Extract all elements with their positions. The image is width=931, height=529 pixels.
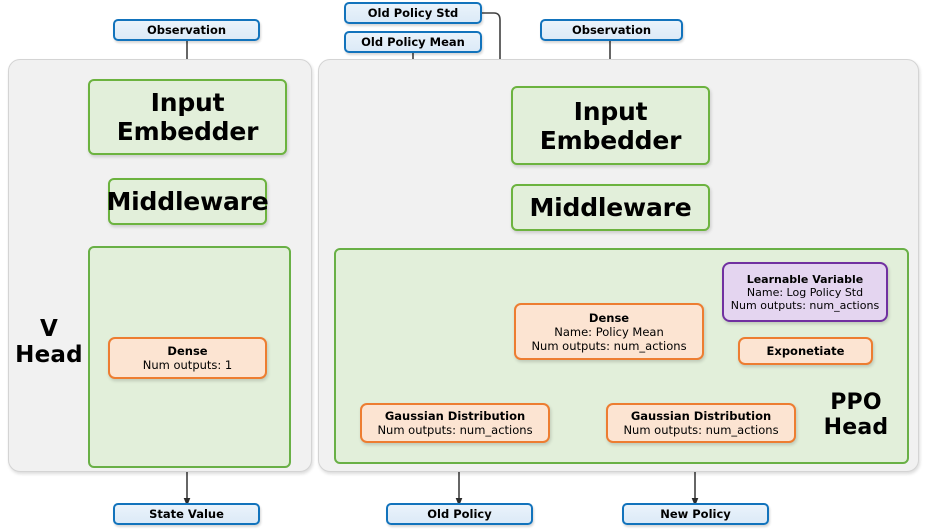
ppo-head-label-line2: Head xyxy=(823,415,889,441)
node-outputs: Num outputs: num_actions xyxy=(623,423,779,437)
node-title: Dense xyxy=(167,344,208,358)
node-dense-v[interactable]: Dense Num outputs: 1 xyxy=(108,337,267,379)
node-name: Name: Policy Mean xyxy=(554,324,664,339)
v-head-label: V Head xyxy=(10,316,88,369)
node-title: Dense xyxy=(588,310,630,325)
io-new-policy[interactable]: New Policy xyxy=(622,503,769,525)
node-outputs: Num outputs: num_actions xyxy=(531,338,687,353)
v-head-label-line1: V xyxy=(39,316,58,342)
node-label: Input Embedder xyxy=(116,88,259,146)
io-old-policy[interactable]: Old Policy xyxy=(386,503,533,525)
node-dense-policy-mean[interactable]: Dense Name: Policy Mean Num outputs: num… xyxy=(514,303,704,360)
node-title: Exponetiate xyxy=(766,344,845,358)
node-gaussian-distribution-new[interactable]: Gaussian Distribution Num outputs: num_a… xyxy=(606,403,796,443)
node-input-embedder-v[interactable]: Input Embedder xyxy=(88,79,287,155)
node-name: Name: Log Policy Std xyxy=(746,285,864,299)
node-learnable-variable-log-policy-std[interactable]: Learnable Variable Name: Log Policy Std … xyxy=(722,262,888,322)
node-title: Gaussian Distribution xyxy=(384,409,526,423)
node-middleware-v[interactable]: Middleware xyxy=(106,178,269,225)
node-outputs: Num outputs: 1 xyxy=(142,358,233,372)
ppo-head-label: PPO Head xyxy=(816,390,896,441)
node-title: Gaussian Distribution xyxy=(630,409,772,423)
io-old-policy-mean[interactable]: Old Policy Mean xyxy=(344,31,482,53)
io-old-policy-std[interactable]: Old Policy Std xyxy=(344,2,482,24)
io-observation-ppo[interactable]: Observation xyxy=(540,19,683,41)
ppo-head-label-line1: PPO xyxy=(830,390,882,415)
node-label: Middleware xyxy=(529,193,692,222)
node-label: Middleware xyxy=(106,187,269,216)
node-label: Input Embedder xyxy=(539,96,682,155)
v-head-label-line2: Head xyxy=(15,342,83,369)
node-exponetiate[interactable]: Exponetiate xyxy=(738,337,873,365)
io-observation-v[interactable]: Observation xyxy=(113,19,260,41)
node-outputs: Num outputs: num_actions xyxy=(377,423,533,437)
node-title: Learnable Variable xyxy=(746,272,864,286)
node-outputs: Num outputs: num_actions xyxy=(730,298,880,312)
node-input-embedder-ppo[interactable]: Input Embedder xyxy=(511,86,710,165)
io-state-value[interactable]: State Value xyxy=(113,503,260,525)
node-gaussian-distribution-old[interactable]: Gaussian Distribution Num outputs: num_a… xyxy=(360,403,550,443)
node-middleware-ppo[interactable]: Middleware xyxy=(511,184,710,231)
